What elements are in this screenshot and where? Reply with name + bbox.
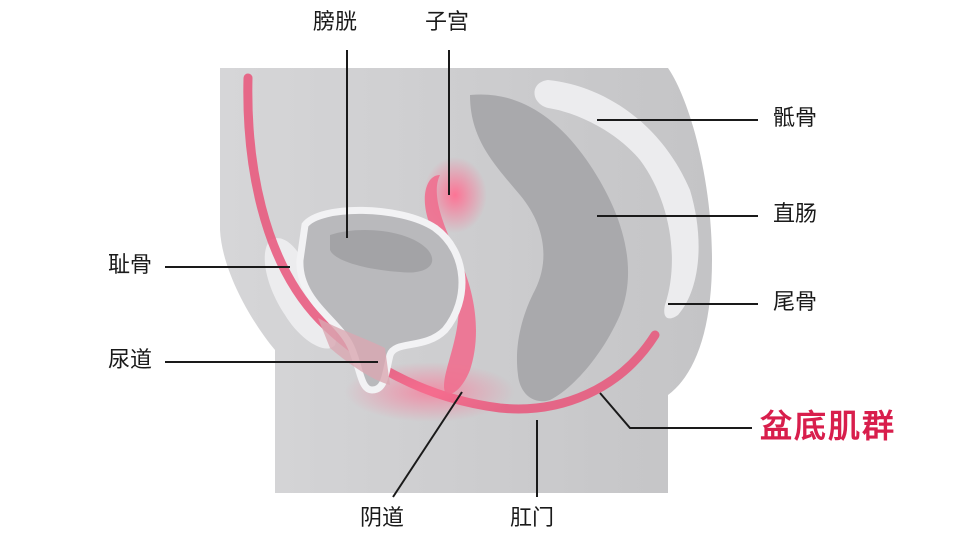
rectum [470, 94, 629, 402]
urethra [318, 318, 390, 385]
label-rectum: 直肠 [773, 202, 818, 227]
label-uterus: 子宫 [425, 10, 470, 35]
label-pubic-bone: 耻骨 [108, 253, 153, 278]
leader-vagina [392, 391, 463, 498]
label-bladder: 膀胱 [313, 10, 358, 35]
bladder-inner [330, 230, 433, 273]
label-pelvic-floor: 盆底肌群 [760, 407, 897, 445]
leader-lines [165, 50, 758, 498]
sacrum-bone [534, 80, 699, 319]
label-vagina: 阴道 [360, 506, 405, 531]
label-anus: 肛门 [510, 506, 555, 531]
label-sacrum: 骶骨 [773, 106, 818, 131]
label-coccyx: 尾骨 [773, 290, 818, 315]
label-urethra: 尿道 [108, 348, 153, 373]
leader-pelvic-floor [599, 392, 752, 429]
